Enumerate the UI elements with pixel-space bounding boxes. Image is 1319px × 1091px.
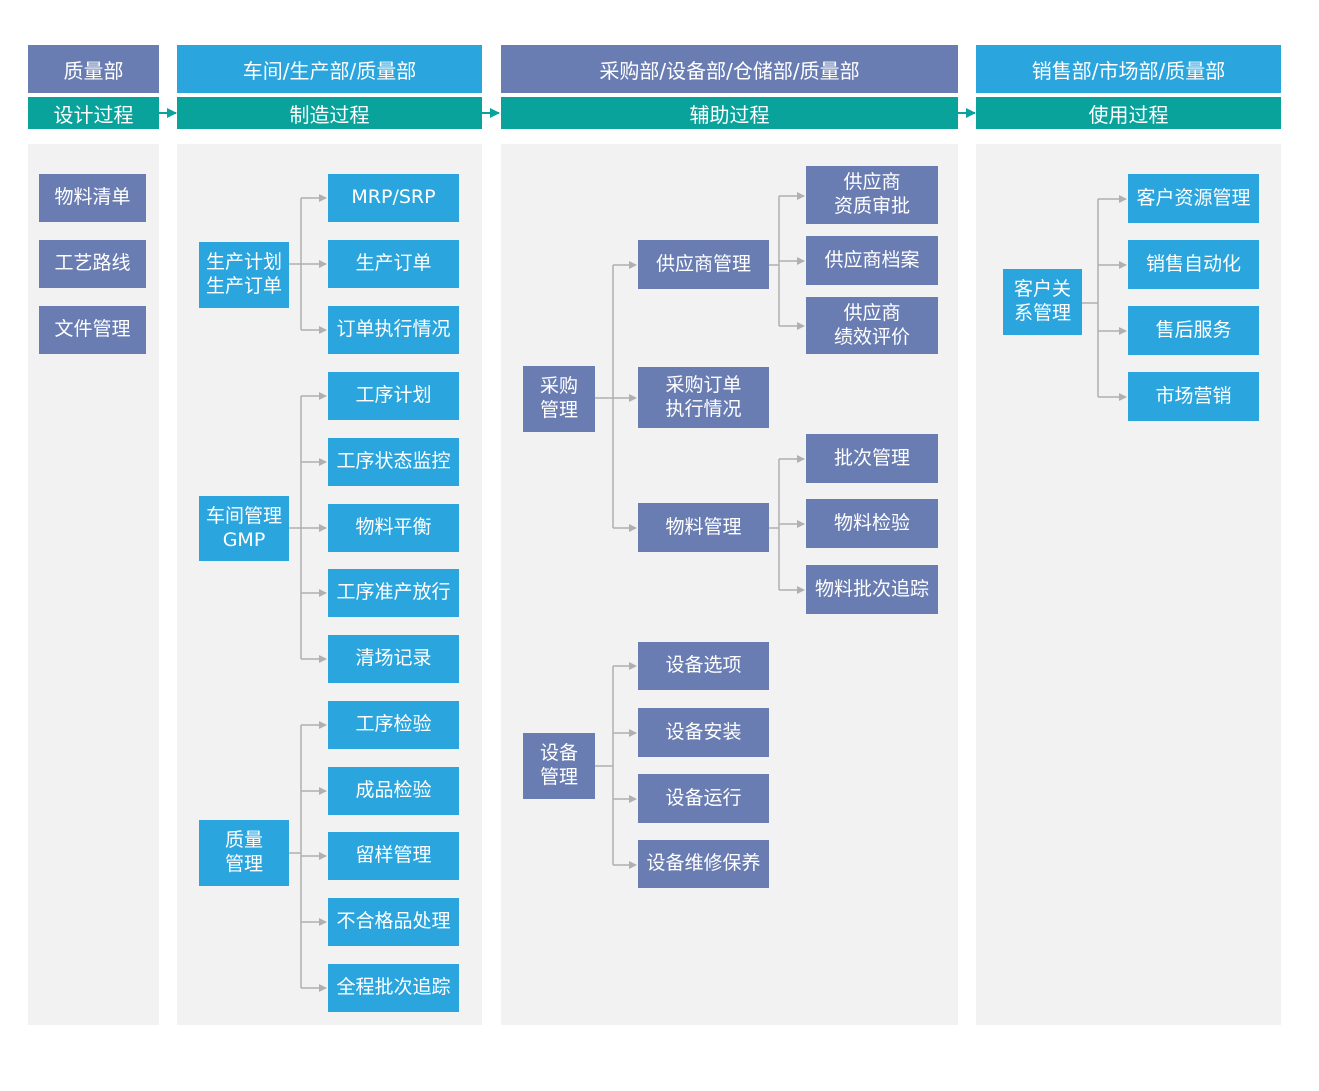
mfg-item-process-plan[interactable]: 工序计划 xyxy=(328,372,459,420)
mfg-group-production-plan[interactable]: 生产计划 生产订单 xyxy=(199,242,289,308)
design-column-panel xyxy=(28,144,159,1025)
usage-sales-automation[interactable]: 销售自动化 xyxy=(1128,240,1259,289)
mfg-item-product-inspection[interactable]: 成品检验 xyxy=(328,767,459,815)
mfg-item-material-balance[interactable]: 物料平衡 xyxy=(328,504,459,552)
aux-purchase-management[interactable]: 采购 管理 xyxy=(523,366,595,432)
aux-material-management[interactable]: 物料管理 xyxy=(638,503,769,552)
mfg-item-process-inspection[interactable]: 工序检验 xyxy=(328,701,459,749)
process-bar-manufacturing: 制造过程 xyxy=(177,97,482,129)
aux-equipment-selection[interactable]: 设备选项 xyxy=(638,642,769,690)
mfg-item-order-execution[interactable]: 订单执行情况 xyxy=(328,306,459,354)
usage-customer-resources[interactable]: 客户资源管理 xyxy=(1128,174,1259,223)
mfg-item-clearance-record[interactable]: 清场记录 xyxy=(328,635,459,683)
process-bar-design: 设计过程 xyxy=(28,97,159,129)
process-bar-usage: 使用过程 xyxy=(976,97,1281,129)
dept-header-auxiliary: 采购部/设备部/仓储部/质量部 xyxy=(501,45,958,93)
aux-batch-management[interactable]: 批次管理 xyxy=(806,434,938,483)
mfg-item-process-release[interactable]: 工序准产放行 xyxy=(328,569,459,617)
process-bar-auxiliary: 辅助过程 xyxy=(501,97,958,129)
mfg-item-production-order[interactable]: 生产订单 xyxy=(328,240,459,288)
aux-supplier-qualification[interactable]: 供应商 资质审批 xyxy=(806,166,938,224)
aux-supplier-management[interactable]: 供应商管理 xyxy=(638,240,769,289)
usage-after-sales[interactable]: 售后服务 xyxy=(1128,306,1259,355)
aux-material-inspection[interactable]: 物料检验 xyxy=(806,499,938,548)
aux-equipment-maintenance[interactable]: 设备维修保养 xyxy=(638,840,769,888)
mfg-group-quality[interactable]: 质量 管理 xyxy=(199,820,289,886)
design-item-bom[interactable]: 物料清单 xyxy=(39,174,146,222)
aux-purchase-order-execution[interactable]: 采购订单 执行情况 xyxy=(638,367,769,428)
usage-marketing[interactable]: 市场营销 xyxy=(1128,372,1259,421)
aux-material-batch-trace[interactable]: 物料批次追踪 xyxy=(806,565,938,614)
dept-header-usage: 销售部/市场部/质量部 xyxy=(976,45,1281,93)
mfg-item-mrp-srp[interactable]: MRP/SRP xyxy=(328,174,459,222)
design-item-routing[interactable]: 工艺路线 xyxy=(39,240,146,288)
design-item-documents[interactable]: 文件管理 xyxy=(39,306,146,354)
aux-equipment-installation[interactable]: 设备安装 xyxy=(638,708,769,757)
dept-header-design: 质量部 xyxy=(28,45,159,93)
mfg-item-nonconforming[interactable]: 不合格品处理 xyxy=(328,898,459,946)
mfg-item-batch-trace[interactable]: 全程批次追踪 xyxy=(328,964,459,1012)
aux-equipment-management[interactable]: 设备 管理 xyxy=(523,733,595,799)
dept-header-manufacturing: 车间/生产部/质量部 xyxy=(177,45,482,93)
usage-crm[interactable]: 客户关 系管理 xyxy=(1003,269,1082,335)
mfg-item-process-monitor[interactable]: 工序状态监控 xyxy=(328,438,459,486)
mfg-item-sample-retention[interactable]: 留样管理 xyxy=(328,832,459,880)
mfg-group-workshop-gmp[interactable]: 车间管理 GMP xyxy=(199,496,289,561)
aux-supplier-archive[interactable]: 供应商档案 xyxy=(806,236,938,285)
aux-equipment-operation[interactable]: 设备运行 xyxy=(638,774,769,823)
aux-supplier-evaluation[interactable]: 供应商 绩效评价 xyxy=(806,297,938,354)
